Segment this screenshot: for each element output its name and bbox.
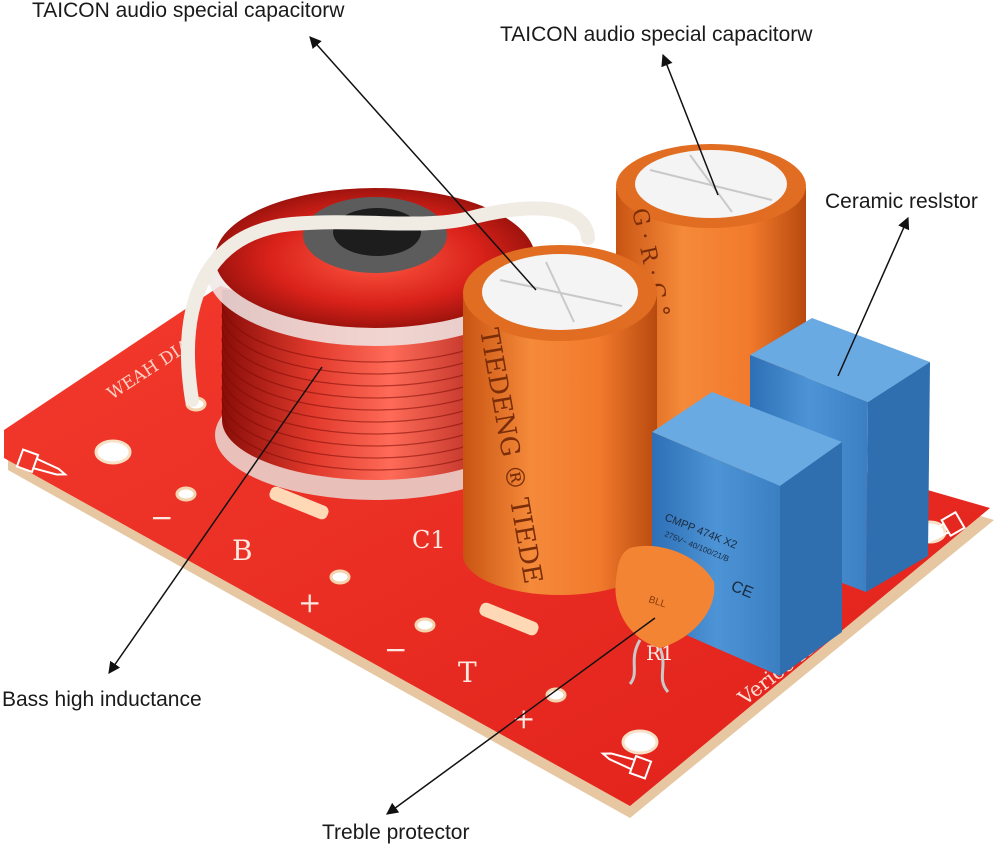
callout-treble-protector: Treble protector xyxy=(322,821,470,844)
capacitor-vent xyxy=(499,261,623,323)
cable-tie xyxy=(181,201,595,407)
electrolytic-capacitor-left: TIEDENG ® TIEDE xyxy=(463,245,657,595)
solder-pad xyxy=(545,687,567,703)
callout-bass-inductance: Bass high inductance xyxy=(2,688,202,711)
ptc-body xyxy=(615,545,715,648)
coil-core-hole xyxy=(333,208,421,256)
terminal-label-b: B xyxy=(232,534,253,567)
terminal-label-t-minus: − xyxy=(384,633,407,666)
arrow-bass-inductance xyxy=(108,366,323,674)
film-cap-side xyxy=(780,442,842,676)
callout-ceramic-resistor: Ceramic reslstor xyxy=(825,190,978,213)
screw-icon xyxy=(15,448,68,476)
callout-arrows xyxy=(108,36,910,815)
arrow-ceramic-resistor xyxy=(837,216,910,377)
callout-capacitor-left: TAICON audio special capacitorw xyxy=(32,0,345,22)
terminal-label-b-minus: − xyxy=(150,501,173,534)
ptc-marking: BLL xyxy=(647,594,668,610)
ptc-leads xyxy=(628,639,670,693)
arrow-capacitor-left xyxy=(309,36,537,291)
arrow-capacitor-right xyxy=(661,53,719,196)
bass-inductor-coil xyxy=(181,188,595,500)
terminal-slot xyxy=(269,486,329,520)
capacitor-vent xyxy=(649,154,773,213)
terminal-label-b-plus: + xyxy=(298,586,321,619)
capacitor-body xyxy=(463,296,657,595)
screw-icon xyxy=(600,752,653,780)
film-cap-top xyxy=(750,318,930,402)
terminal-slot xyxy=(479,602,539,636)
arrow-treble-protector xyxy=(386,617,656,815)
callout-capacitor-right: TAICON audio special capacitorw xyxy=(500,23,813,46)
solder-pad xyxy=(414,617,436,633)
mount-hole xyxy=(94,439,132,465)
solder-pad xyxy=(329,569,351,585)
treble-protector-ptc: BLL xyxy=(615,545,715,693)
terminal-label-t: T xyxy=(458,656,477,689)
film-cap-side xyxy=(866,362,930,592)
film-cap-top xyxy=(652,392,842,486)
terminal-label-t-plus: + xyxy=(512,702,535,735)
mount-hole xyxy=(621,729,659,755)
component-label-c1: C1 xyxy=(412,526,446,554)
solder-pad xyxy=(175,486,197,502)
